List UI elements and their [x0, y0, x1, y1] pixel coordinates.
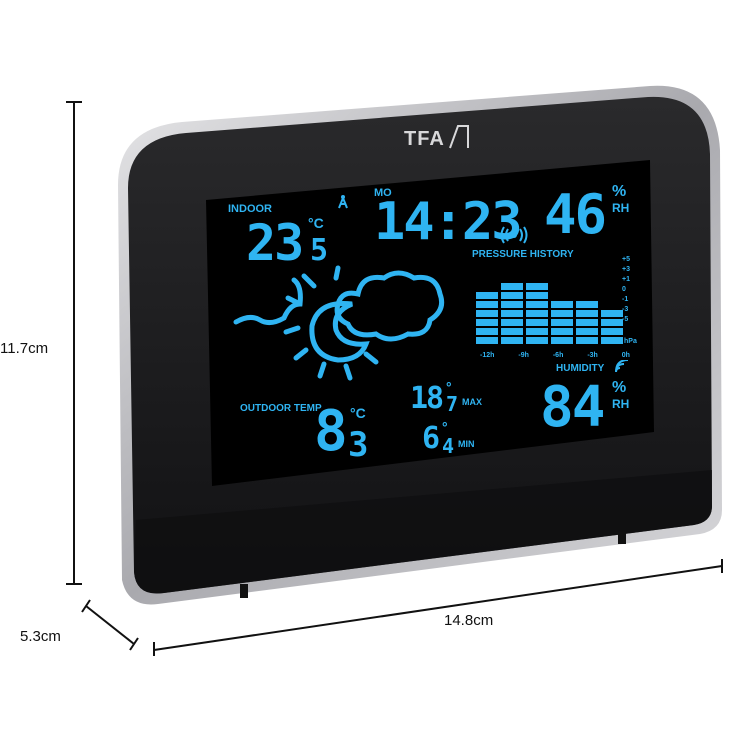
pressure-bar-segment [576, 301, 598, 308]
pressure-bar [551, 301, 573, 344]
pressure-bar [601, 310, 623, 344]
pressure-bar-segment [501, 301, 523, 308]
antenna-icon [338, 195, 348, 209]
pressure-bar-segment [576, 337, 598, 344]
pressure-time-label: -12h [480, 352, 495, 359]
pressure-bar-segment [501, 310, 523, 317]
pressure-bar-segment [526, 328, 548, 335]
pressure-bar-segment [526, 337, 548, 344]
pressure-bar-segment [526, 283, 548, 290]
pressure-bar-segment [601, 319, 623, 326]
weekday-label: MO [374, 187, 392, 199]
outdoor-temperature-main: 8 [314, 399, 348, 464]
max-temperature-main: 18 [410, 381, 444, 416]
min-temperature-main: 6 [422, 421, 440, 456]
pressure-bar-segment [551, 301, 573, 308]
pressure-bar-segment [601, 328, 623, 335]
outdoor-humidity-rh: RH [612, 397, 630, 411]
pressure-bar-segment [551, 310, 573, 317]
pressure-scale-labels: +5 +3 +1 0 -1 -3 -5 [622, 256, 640, 326]
pressure-unit: hPa [624, 338, 637, 345]
width-dimension-label: 14.8cm [444, 612, 494, 629]
pressure-bar-segment [576, 310, 598, 317]
pressure-bar [526, 283, 548, 344]
wireless-icon [615, 360, 629, 373]
indoor-temperature-decimal: 5 [310, 233, 328, 268]
pressure-bar-segment [501, 319, 523, 326]
pressure-bar-segment [526, 310, 548, 317]
pressure-time-labels: -12h -9h -6h -3h 0h [480, 352, 630, 359]
pressure-bar [476, 292, 498, 344]
logo-mark-icon [449, 125, 469, 149]
pressure-scale-label: -5 [622, 316, 629, 323]
pressure-bar-segment [501, 283, 523, 290]
pressure-bar-segment [476, 328, 498, 335]
pressure-time-label: -3h [587, 352, 598, 359]
pressure-bar-segment [601, 310, 623, 317]
pressure-bar-segment [601, 337, 623, 344]
pressure-bar [576, 301, 598, 344]
pressure-bar-segment [501, 292, 523, 299]
pressure-history-title: PRESSURE HISTORY [472, 249, 574, 260]
outdoor-temperature-unit: °C [350, 405, 366, 421]
clock-time: 14:23 [374, 192, 523, 252]
indoor-humidity-value: 46 [544, 183, 607, 246]
pressure-time-label: -6h [552, 352, 564, 359]
pressure-bar-segment [526, 292, 548, 299]
pressure-bar-segment [476, 292, 498, 299]
logo-text: TFA [404, 128, 445, 150]
outdoor-humidity-percent: % [612, 379, 627, 396]
pressure-bar-segment [526, 301, 548, 308]
outdoor-temperature-decimal: 3 [348, 425, 369, 465]
pressure-bar-segment [576, 328, 598, 335]
pressure-time-label: 0h [621, 352, 630, 359]
pressure-bar-segment [501, 337, 523, 344]
pressure-bar-segment [476, 301, 498, 308]
depth-dimension-label: 5.3cm [20, 628, 61, 645]
pressure-scale-label: +1 [622, 276, 630, 283]
max-temperature-decimal: 7 [446, 392, 458, 416]
pressure-bar [501, 283, 523, 344]
pressure-bar-segment [551, 328, 573, 335]
min-label: MIN [458, 439, 475, 449]
pressure-bar-segment [526, 319, 548, 326]
humidity-label: HUMIDITY [556, 363, 605, 374]
tfa-logo: TFA [404, 125, 469, 151]
outdoor-temp-label: OUTDOOR TEMP [240, 403, 322, 414]
indoor-humidity-percent: % [612, 183, 627, 200]
pressure-time-label: -9h [518, 352, 529, 359]
pressure-scale-label: -3 [622, 306, 629, 313]
outdoor-humidity-value: 84 [540, 375, 605, 440]
pressure-scale-label: +3 [622, 266, 630, 273]
pressure-bar-segment [476, 319, 498, 326]
pressure-bar-segment [551, 337, 573, 344]
pressure-bar-segment [576, 319, 598, 326]
max-temperature-degree: ° [446, 379, 452, 395]
indoor-humidity-rh: RH [612, 201, 630, 215]
indoor-temperature-main: 23 [246, 214, 304, 272]
indoor-label: INDOOR [228, 203, 272, 215]
sun-cloud-moon-icon [233, 265, 445, 381]
pressure-scale-label: 0 [622, 286, 626, 293]
indoor-temperature-unit: °C [308, 215, 324, 231]
pressure-bar-segment [476, 337, 498, 344]
min-temperature-decimal: 4 [442, 434, 454, 458]
pressure-bar-segment [551, 319, 573, 326]
max-label: MAX [462, 397, 482, 407]
pressure-history-bars [476, 283, 623, 344]
pressure-bar-segment [476, 310, 498, 317]
height-dimension-label: 11.7cm [0, 340, 49, 357]
pressure-scale-label: +5 [622, 256, 630, 263]
pressure-scale-label: -1 [622, 296, 629, 303]
min-temperature-degree: ° [442, 419, 448, 435]
pressure-bar-segment [501, 328, 523, 335]
radio-signal-icon [500, 226, 528, 244]
